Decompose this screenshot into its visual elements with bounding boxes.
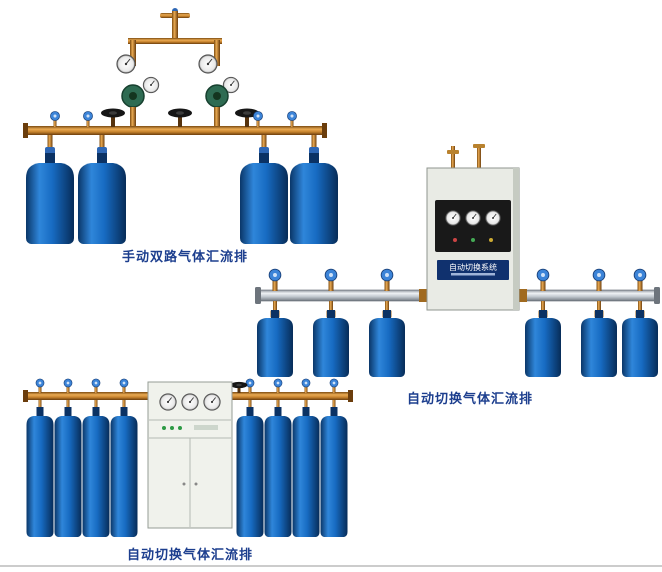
valve-knob bbox=[245, 378, 255, 388]
gas-cylinder bbox=[320, 409, 348, 537]
indicator-light bbox=[453, 238, 457, 242]
cabinet-gauge-panel bbox=[435, 200, 511, 252]
pressure-gauge bbox=[198, 54, 218, 74]
gas-cylinder bbox=[264, 409, 292, 537]
valve-knob bbox=[324, 268, 338, 282]
product-caption-manual-dual: 手动双路气体汇流排 bbox=[121, 249, 248, 264]
gas-cylinder bbox=[622, 310, 658, 377]
indicator-light bbox=[170, 426, 174, 430]
gas-cylinder bbox=[54, 409, 82, 537]
main-manifold-pipe bbox=[23, 123, 327, 138]
product-caption-auto-switch-1: 自动切换气体汇流排 bbox=[406, 391, 533, 406]
pressure-gauge bbox=[465, 210, 481, 226]
control-cabinet bbox=[147, 381, 233, 529]
pipe-valves bbox=[50, 108, 297, 127]
door-handle bbox=[182, 482, 186, 486]
valve-knob bbox=[253, 111, 263, 121]
gas-cylinder bbox=[26, 153, 74, 244]
indicator-light bbox=[489, 238, 493, 242]
valve-knob bbox=[633, 268, 647, 282]
gas-cylinder bbox=[110, 409, 138, 537]
valve-knob bbox=[63, 378, 73, 388]
product-caption-auto-switch-2: 自动切换气体汇流排 bbox=[126, 547, 253, 562]
valve-handwheel bbox=[168, 108, 192, 118]
photo-manual-dual-manifold bbox=[23, 8, 338, 244]
valve-knob bbox=[592, 268, 606, 282]
gas-cylinder bbox=[292, 409, 320, 537]
valve-knob bbox=[301, 378, 311, 388]
gas-cylinder bbox=[82, 409, 110, 537]
gas-cylinder bbox=[581, 310, 617, 377]
pipe-valves bbox=[35, 378, 339, 393]
cabinet-label-text: 自动切换系统 bbox=[449, 262, 497, 272]
pressure-gauge bbox=[142, 76, 160, 94]
pressure-gauge bbox=[159, 393, 177, 411]
photo-auto-switch-manifold-wall: 自动切换系统 bbox=[255, 144, 660, 377]
gas-cylinder bbox=[78, 153, 126, 244]
valve-knob bbox=[329, 378, 339, 388]
gas-cylinder bbox=[369, 310, 405, 377]
indicator-light bbox=[162, 426, 166, 430]
valve-handwheel bbox=[101, 108, 125, 118]
control-cabinet: 自动切换系统 bbox=[419, 144, 527, 311]
valve-knob bbox=[287, 111, 297, 121]
valve-knob bbox=[83, 111, 93, 121]
gas-cylinder bbox=[236, 409, 264, 537]
pipe-valves bbox=[268, 268, 647, 291]
valve-knob bbox=[380, 268, 394, 282]
valve-knob bbox=[50, 111, 60, 121]
manifold-header-pipe bbox=[128, 8, 222, 66]
indicator-light bbox=[178, 426, 182, 430]
indicator-light bbox=[471, 238, 475, 242]
valve-knob bbox=[536, 268, 550, 282]
pressure-gauge bbox=[485, 210, 501, 226]
valve-knob bbox=[91, 378, 101, 388]
gas-cylinder bbox=[313, 310, 349, 377]
page-bottom-border bbox=[0, 565, 662, 567]
valve-knob bbox=[35, 378, 45, 388]
pressure-gauge bbox=[203, 393, 221, 411]
photo-auto-switch-manifold-floor bbox=[23, 378, 353, 537]
pressure-gauge bbox=[116, 54, 136, 74]
pressure-gauge bbox=[445, 210, 461, 226]
pressure-gauge bbox=[181, 393, 199, 411]
valve-handwheel bbox=[230, 381, 248, 389]
valve-knob bbox=[119, 378, 129, 388]
valve-knob bbox=[273, 378, 283, 388]
gas-cylinder bbox=[525, 310, 561, 377]
pressure-regulators bbox=[116, 54, 240, 127]
gas-cylinder bbox=[257, 310, 293, 377]
gas-cylinder bbox=[26, 409, 54, 537]
door-handle bbox=[194, 482, 198, 486]
valve-knob bbox=[268, 268, 282, 282]
